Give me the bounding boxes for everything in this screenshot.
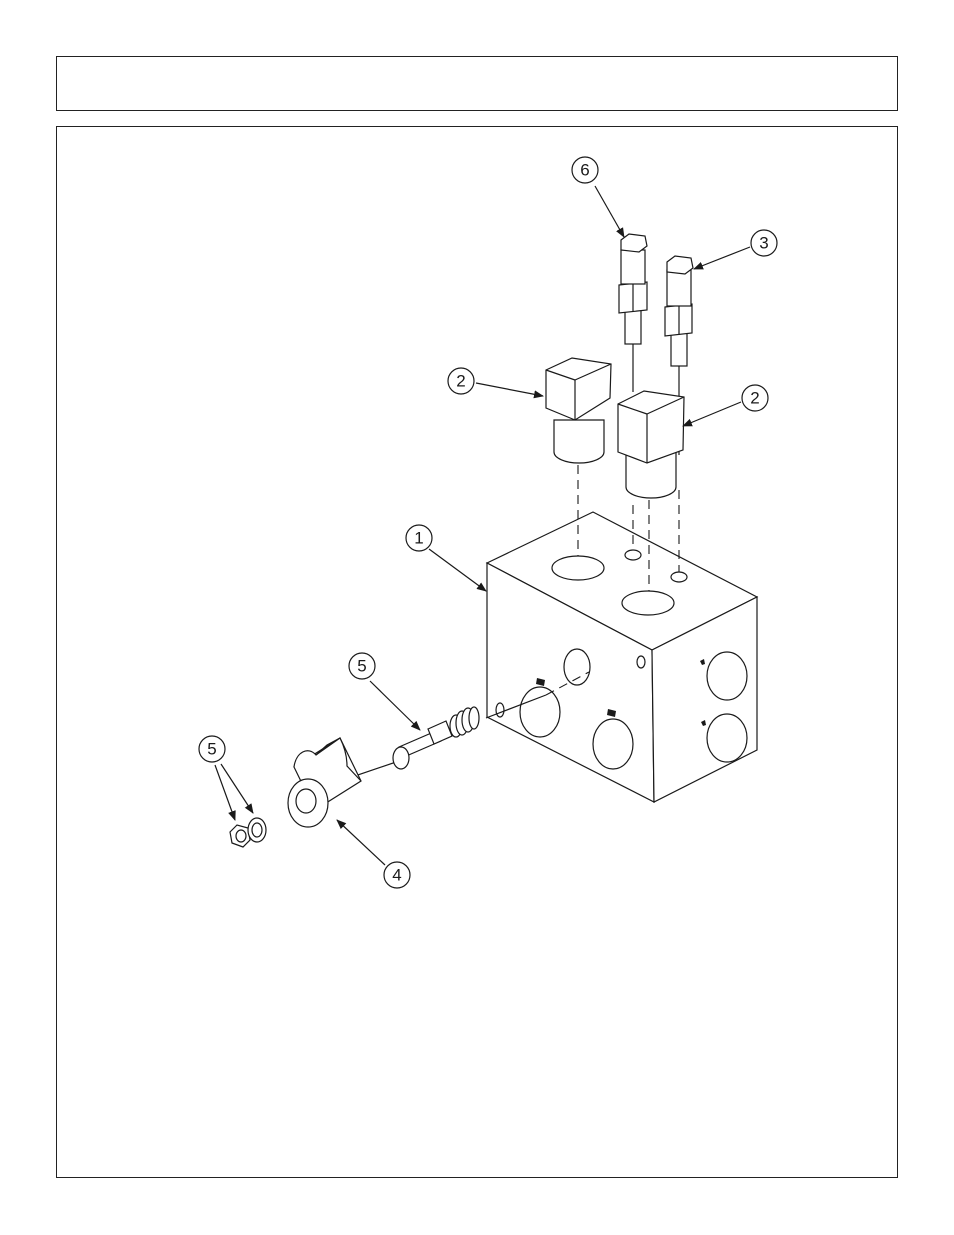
nut-and-washer [230, 818, 266, 847]
top-port-small-a [625, 550, 641, 560]
fitting-2-right [618, 391, 684, 498]
cartridge-6 [619, 234, 647, 344]
callout-2-right: 2 [742, 385, 768, 411]
callout-2-left: 2 [448, 368, 474, 394]
callout-3: 3 [751, 230, 777, 256]
callout-5-nut: 5 [199, 736, 225, 762]
top-port-large-b [622, 591, 674, 615]
front-port-main [520, 687, 560, 737]
front-pin-hole [496, 703, 504, 717]
side-port-lower [707, 714, 747, 762]
front-corner-hole [637, 656, 645, 668]
callout-3-label: 3 [759, 234, 768, 253]
callout-6-label: 6 [580, 161, 589, 180]
solenoid-coil [288, 738, 361, 827]
callout-2-left-label: 2 [456, 372, 465, 391]
callout-1-label: 1 [414, 529, 423, 548]
fitting-2-left [546, 358, 611, 463]
callout-4: 4 [384, 862, 410, 888]
callout-1: 1 [406, 525, 432, 551]
top-port-small-b [671, 572, 687, 582]
top-port-large-a [552, 556, 604, 580]
side-port-upper [707, 652, 747, 700]
callout-6: 6 [572, 157, 598, 183]
callout-5-stem: 5 [349, 653, 375, 679]
front-port-small [564, 649, 590, 685]
callout-5-nut-label: 5 [207, 740, 216, 759]
callout-2-right-label: 2 [750, 389, 759, 408]
callout-4-label: 4 [392, 866, 401, 885]
cartridge-3 [665, 256, 693, 366]
valve-body [487, 512, 757, 802]
front-port-lower [593, 719, 633, 769]
callout-5-stem-label: 5 [357, 657, 366, 676]
